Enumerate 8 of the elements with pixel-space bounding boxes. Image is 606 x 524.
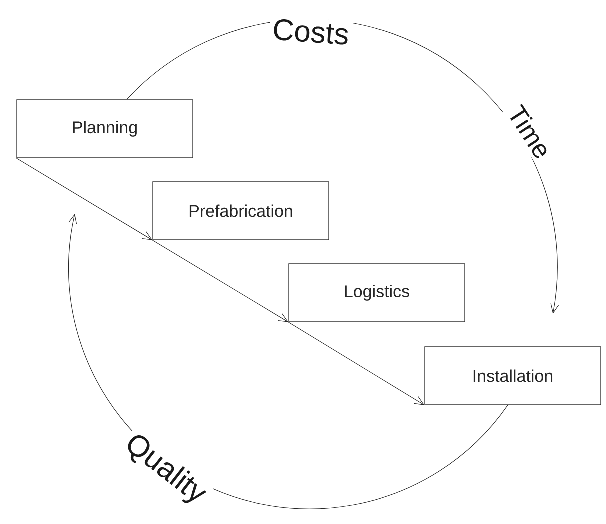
cycle-label: Costs: [268, 16, 354, 48]
process-box: Logistics: [288, 264, 466, 322]
arrow: [16, 158, 153, 240]
process-box: Planning: [16, 100, 194, 158]
process-box: Prefabrication: [152, 182, 330, 240]
process-box: Installation: [424, 346, 602, 406]
arrow: [288, 322, 425, 406]
arrow: [152, 240, 289, 322]
